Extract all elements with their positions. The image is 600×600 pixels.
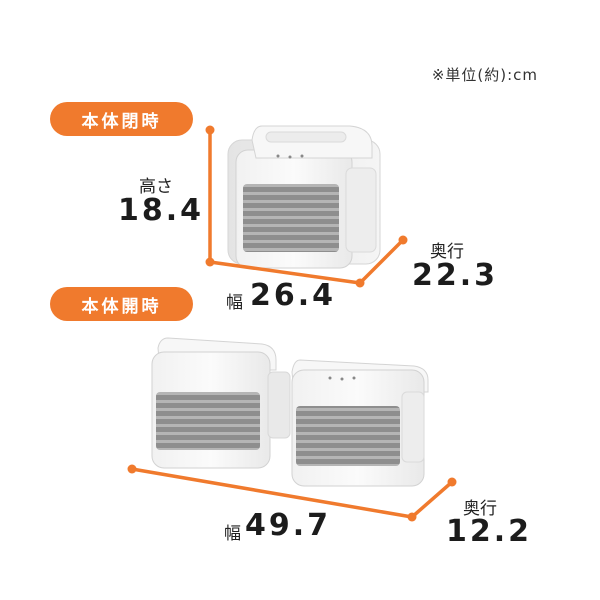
closed-unit-image <box>227 125 381 269</box>
closed-dimension-lines <box>208 128 405 285</box>
closed-height-value: 18.4 <box>118 193 205 228</box>
open-unit-right-image <box>291 359 429 487</box>
open-state-tag: 本体開時 <box>50 287 193 321</box>
closed-depth-value: 22.3 <box>412 258 499 293</box>
closed-width-label: 幅 <box>226 293 243 313</box>
open-depth-label: 奥行 <box>463 499 497 519</box>
open-width-value: 49.7 <box>245 508 332 543</box>
open-depth-value: 12.2 <box>446 514 533 549</box>
closed-depth-label: 奥行 <box>430 242 464 262</box>
open-width-label: 幅 <box>224 524 241 544</box>
closed-height-label: 高さ <box>139 177 173 197</box>
open-unit-left-image <box>151 337 291 469</box>
closed-width-value: 26.4 <box>250 278 337 313</box>
unit-note: ※単位(約):cm <box>431 66 538 84</box>
closed-state-tag: 本体閉時 <box>50 102 193 136</box>
